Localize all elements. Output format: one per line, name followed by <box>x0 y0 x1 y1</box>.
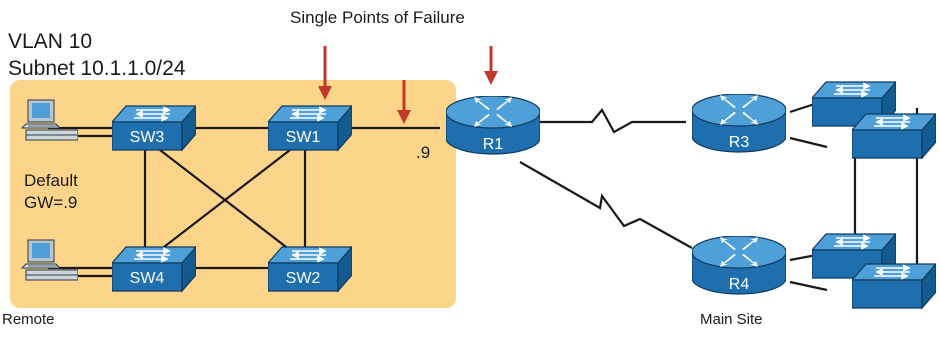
router-r4[interactable]: R4 <box>692 236 786 295</box>
switch-sw4[interactable]: SW4 <box>112 246 196 292</box>
switch-sw3-label: SW3 <box>130 129 165 146</box>
default-gw-value: GW=.9 <box>24 193 78 212</box>
subnet-label: Subnet 10.1.1.0/24 <box>8 57 186 80</box>
single-points-of-failure-title: Single Points of Failure <box>290 8 465 27</box>
router-r1[interactable]: R1 <box>446 96 540 155</box>
remote-site-label: Remote <box>2 311 55 328</box>
switch-sw3[interactable]: SW3 <box>112 105 196 151</box>
switch-sw2[interactable]: SW2 <box>268 246 352 292</box>
switch-sw1-label: SW1 <box>286 129 321 146</box>
main-site-switch-4-icon[interactable] <box>852 263 936 309</box>
router-r3[interactable]: R3 <box>692 94 786 153</box>
router-r3-label: R3 <box>729 134 750 151</box>
default-gw-label: Default <box>24 171 78 190</box>
arrow-to-r1 <box>484 46 498 85</box>
main-site-switch-2-icon[interactable] <box>852 113 936 159</box>
single-point-arrows <box>318 46 498 124</box>
arrow-to-sw1 <box>318 46 332 100</box>
switch-sw2-label: SW2 <box>286 270 321 287</box>
vlan-label: VLAN 10 <box>8 30 93 53</box>
router-r4-label: R4 <box>729 276 750 293</box>
switch-sw4-label: SW4 <box>130 270 165 287</box>
arrow-to-link <box>397 80 411 124</box>
router-r1-label: R1 <box>483 136 504 153</box>
switch-sw1[interactable]: SW1 <box>268 105 352 151</box>
main-site-label: Main Site <box>700 311 763 328</box>
router-interface-label: .9 <box>416 143 431 162</box>
